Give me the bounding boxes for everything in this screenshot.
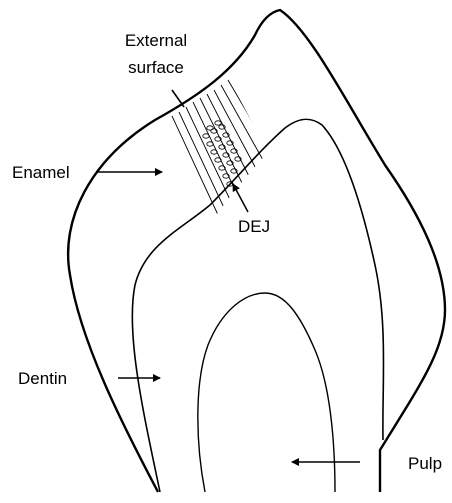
label-external-surface-line2: surface bbox=[128, 58, 184, 77]
label-dej: DEJ bbox=[238, 217, 270, 236]
dej-line bbox=[132, 119, 383, 492]
label-dentin: Dentin bbox=[18, 369, 67, 388]
tooth-outer-outline bbox=[68, 10, 445, 492]
dej-arrow bbox=[233, 184, 248, 212]
label-external-surface-line1: External bbox=[125, 31, 187, 50]
label-enamel: Enamel bbox=[12, 163, 70, 182]
external-surface-pointer bbox=[172, 90, 184, 107]
label-pulp: Pulp bbox=[408, 454, 442, 473]
